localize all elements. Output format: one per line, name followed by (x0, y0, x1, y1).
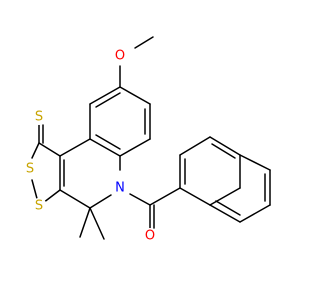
bond (134, 36, 154, 49)
label-background (31, 109, 47, 125)
label-background (112, 180, 128, 196)
bond (149, 187, 181, 206)
bond (209, 204, 241, 223)
ring-nitrogen-label: N (115, 181, 125, 196)
bond (179, 187, 211, 206)
bond (59, 189, 91, 209)
thione-sulfur: S (31, 109, 47, 125)
bond-lines (31, 36, 271, 240)
bond (179, 136, 211, 156)
bond (239, 204, 271, 223)
label-background (112, 48, 128, 64)
methoxy-oxygen-label: O (115, 49, 125, 64)
bond (79, 207, 91, 238)
molecule-structure: O S S S N O (22, 36, 271, 244)
carbonyl-oxygen: O (142, 228, 158, 244)
bond (211, 143, 236, 159)
thione-sulfur-label: S (35, 110, 43, 125)
bond (89, 194, 112, 209)
bond (89, 207, 105, 240)
label-background (22, 161, 38, 177)
bond (129, 193, 151, 206)
bond (59, 138, 91, 157)
ring-sulfur-upper-label: S (26, 162, 34, 177)
bond (95, 92, 121, 108)
ring-sulfur-lower-label: S (35, 199, 43, 214)
label-background (31, 198, 47, 214)
bond (119, 86, 151, 105)
label-background (142, 228, 158, 244)
bond (89, 138, 121, 157)
methoxy-oxygen: O (112, 48, 128, 64)
bond (209, 136, 241, 156)
bond (89, 86, 121, 105)
carbonyl-oxygen-label: O (145, 229, 155, 244)
bond (215, 200, 241, 216)
bond (95, 134, 121, 150)
bond (209, 187, 241, 206)
bond (38, 142, 61, 157)
bond (119, 138, 151, 157)
ring-sulfur-upper: S (22, 161, 38, 177)
ring-sulfur-lower: S (31, 198, 47, 214)
bond (239, 154, 271, 171)
ring-nitrogen: N (112, 180, 128, 196)
bond (31, 142, 40, 159)
